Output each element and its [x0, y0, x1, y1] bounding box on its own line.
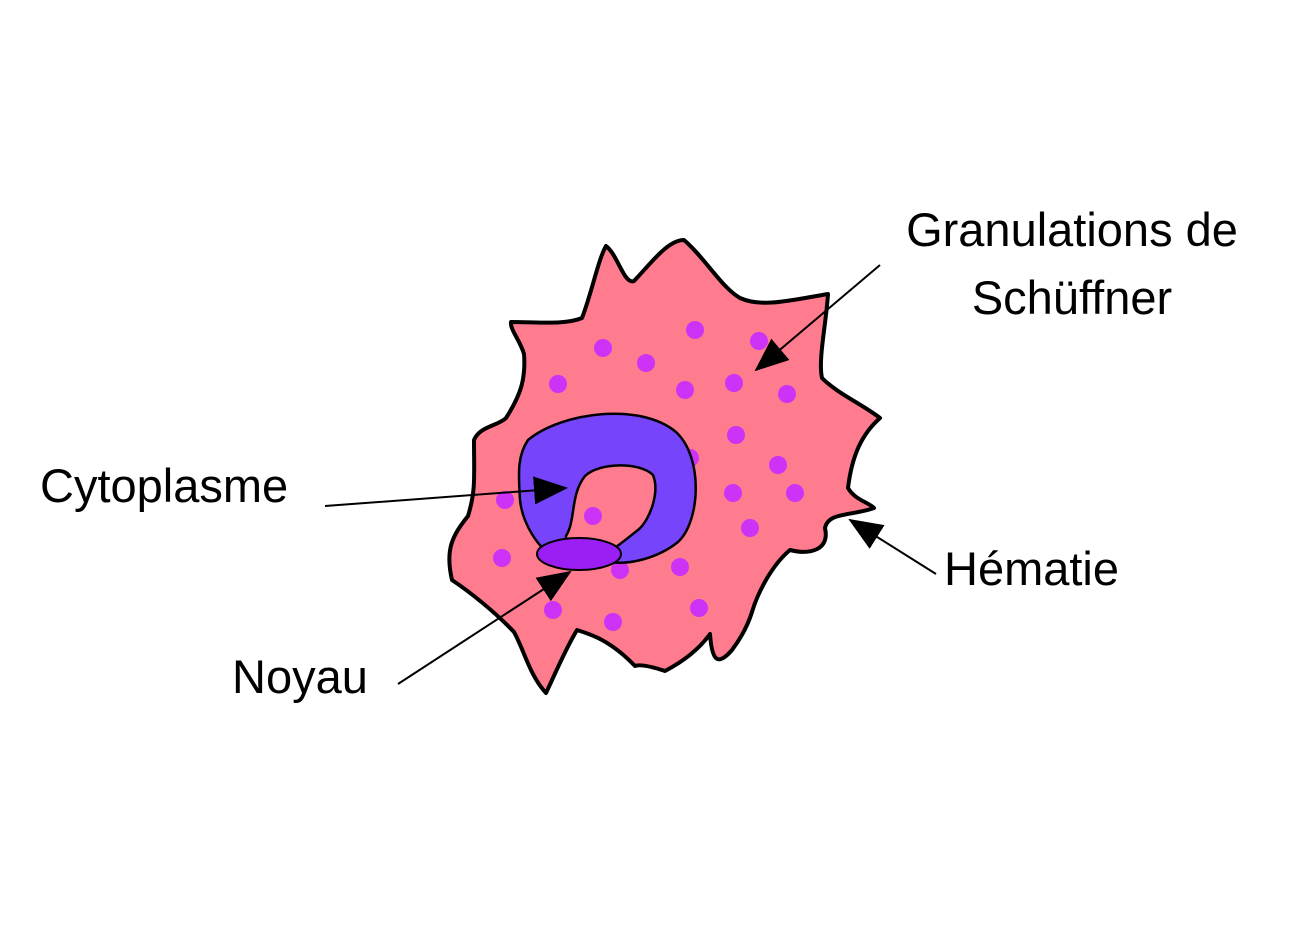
schuffner-granule [496, 491, 514, 509]
granulations-arrow [754, 264, 881, 372]
parasite-cytoplasm [517, 412, 697, 564]
cytoplasme-label: Cytoplasme [40, 459, 288, 512]
schuffner-granule [769, 456, 787, 474]
granulations-label-line1: Granulations de [906, 203, 1238, 256]
schuffner-granule [686, 321, 704, 339]
schuffner-granule [584, 507, 602, 525]
schuffner-granule [604, 613, 622, 631]
noyau-arrow [397, 570, 572, 685]
schuffner-granule [741, 519, 759, 537]
cytoplasme-arrow [324, 476, 568, 507]
schuffner-granules [493, 321, 804, 631]
schuffner-granule [493, 549, 511, 567]
schuffner-granule [786, 484, 804, 502]
parasite-nucleus [536, 537, 622, 571]
schuffner-granule [690, 599, 708, 617]
schuffner-granule [544, 601, 562, 619]
schuffner-granule [725, 374, 743, 392]
schuffner-granule [778, 385, 796, 403]
schuffner-granule [594, 339, 612, 357]
schuffner-granule [549, 375, 567, 393]
noyau-label: Noyau [232, 650, 368, 703]
hematie-arrow [848, 518, 937, 575]
schuffner-granule [750, 332, 768, 350]
schuffner-granule [637, 354, 655, 372]
schuffner-granule [727, 426, 745, 444]
granulations-label-line2: Schüffner [972, 271, 1172, 324]
hematie-label: Hématie [944, 542, 1119, 595]
schuffner-granule [671, 558, 689, 576]
schuffner-granule [611, 561, 629, 579]
schuffner-granule [676, 381, 694, 399]
schuffner-granule [724, 484, 742, 502]
